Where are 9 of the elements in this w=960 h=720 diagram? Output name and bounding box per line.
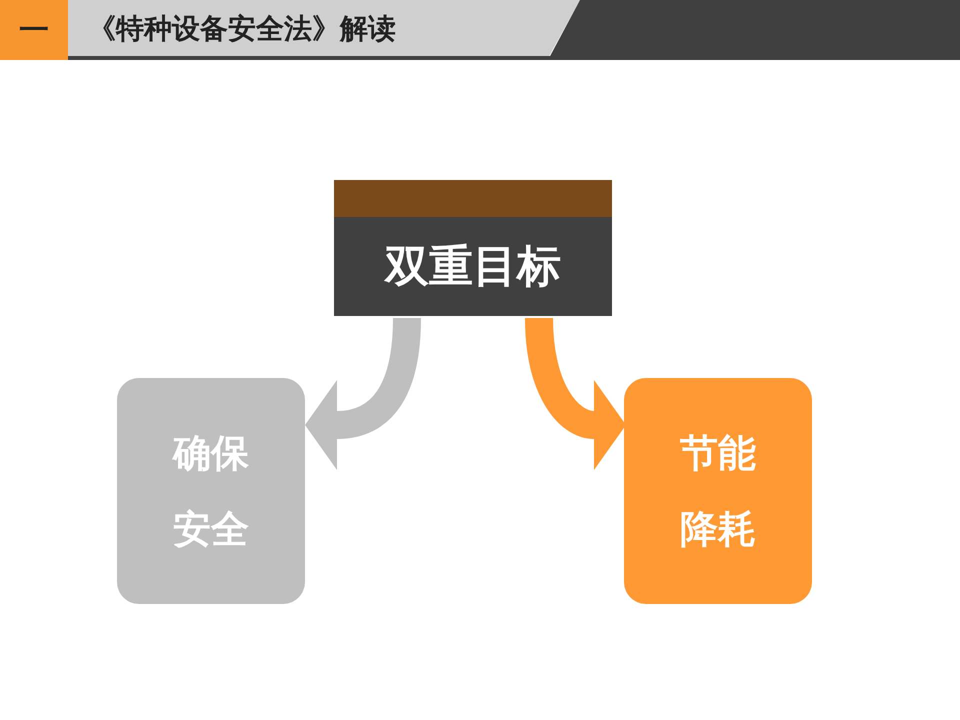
section-number: 一 [0,0,68,60]
curved-arrow [525,318,626,470]
goal-card [624,378,812,604]
goal-text: 节能降耗 [679,430,757,553]
goal-title: 双重目标 [383,240,562,294]
page-title: 《特种设备安全法》解读 [88,11,396,47]
goal-text: 确保安全 [171,430,250,553]
goal-box [334,180,612,316]
goal-card [117,378,305,604]
